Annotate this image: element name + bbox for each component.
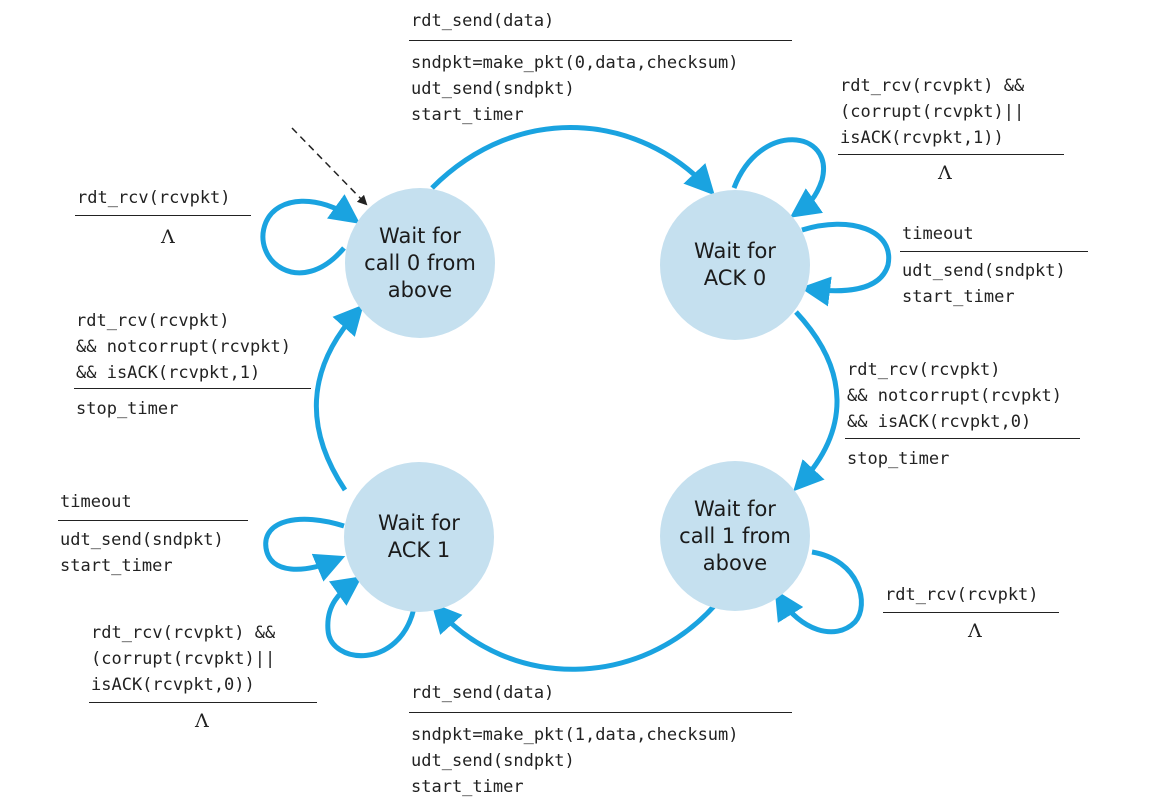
- state-wait-ack-0: Wait for ACK 0: [660, 190, 810, 340]
- loop-ack0-rcv: [731, 137, 826, 218]
- t-ack1-call0-event: rdt_rcv(rcvpkt) && notcorrupt(rcvpkt) &&…: [76, 311, 291, 383]
- loop-call0: [260, 194, 361, 276]
- ack0-loop-rcv-action: Λ: [938, 162, 952, 184]
- loop-call1: [774, 549, 864, 635]
- arrow-ack0-to-call1: [793, 310, 840, 492]
- t01-event: rdt_send(data): [411, 11, 555, 31]
- ack1-loop-rcv-divider: [89, 702, 317, 703]
- t-ack1-call0-divider: [74, 388, 311, 389]
- call1-loop-event: rdt_rcv(rcvpkt): [885, 585, 1039, 605]
- call0-loop-divider: [75, 215, 251, 216]
- ack0-timeout-action: udt_send(sndpkt) start_timer: [902, 261, 1066, 307]
- loop-ack0-timeout: [800, 221, 892, 307]
- ack1-timeout-action: udt_send(sndpkt) start_timer: [60, 530, 224, 576]
- t-ack0-call1-event: rdt_rcv(rcvpkt) && notcorrupt(rcvpkt) &&…: [847, 360, 1062, 432]
- arrow-call0-to-ack0: [430, 124, 715, 196]
- t-call1-ack1-action: sndpkt=make_pkt(1,data,checksum) udt_sen…: [411, 725, 739, 797]
- loop-ack1-rcv: [325, 576, 417, 659]
- call0-loop-action: Λ: [161, 226, 175, 248]
- loop-ack1-timeout: [263, 516, 346, 582]
- arrow-call1-to-ack1: [431, 602, 718, 672]
- ack0-loop-rcv-divider: [838, 154, 1064, 155]
- call1-loop-divider: [883, 612, 1059, 613]
- state-wait-ack-1: Wait for ACK 1: [344, 462, 494, 612]
- state-wait-call-1: Wait for call 1 from above: [660, 461, 810, 611]
- call0-loop-event: rdt_rcv(rcvpkt): [77, 188, 231, 208]
- t-call1-ack1-divider: [409, 712, 792, 713]
- state-wait-call-0: Wait for call 0 from above: [345, 188, 495, 338]
- call1-loop-action: Λ: [968, 620, 982, 642]
- ack0-timeout-divider: [900, 251, 1088, 252]
- ack1-loop-rcv-action: Λ: [195, 710, 209, 732]
- t-ack0-call1-divider: [845, 438, 1080, 439]
- t01-divider: [409, 40, 792, 41]
- ack1-loop-rcv-event: rdt_rcv(rcvpkt) && (corrupt(rcvpkt)|| is…: [91, 623, 276, 695]
- t01-action: sndpkt=make_pkt(0,data,checksum) udt_sen…: [411, 53, 739, 125]
- t-call1-ack1-event: rdt_send(data): [411, 683, 555, 703]
- arrow-ack1-to-call0: [313, 304, 364, 492]
- initial-state-arrow: [291, 127, 368, 206]
- t-ack0-call1-action: stop_timer: [847, 449, 950, 469]
- ack1-timeout-divider: [58, 520, 248, 521]
- ack0-loop-rcv-event: rdt_rcv(rcvpkt) && (corrupt(rcvpkt)|| is…: [840, 76, 1025, 148]
- ack1-timeout-event: timeout: [60, 492, 132, 512]
- t-ack1-call0-action: stop_timer: [76, 399, 179, 419]
- ack0-timeout-event: timeout: [902, 224, 974, 244]
